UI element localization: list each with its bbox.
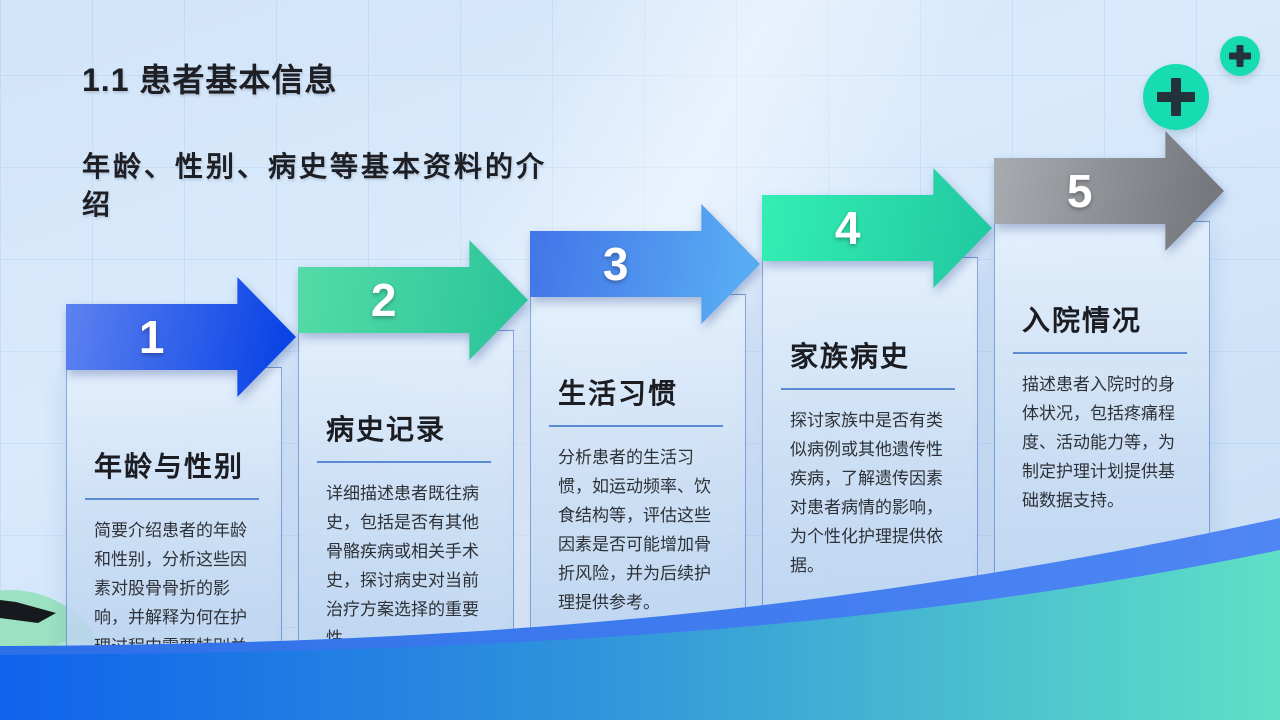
heading-divider (317, 461, 491, 463)
arrow-shape: 5 (994, 131, 1224, 251)
heading-divider (549, 425, 723, 427)
step-card-3: 生活习惯 分析患者的生活习惯，如运动频率、饮食结构等，评估这些因素是否可能增加骨… (530, 294, 746, 700)
heading-divider (781, 388, 955, 390)
step-heading: 家族病史 (790, 341, 911, 372)
step-card-4: 家族病史 探讨家族中是否有类似病例或其他遗传性疾病，了解遗传因素对患者病情的影响… (762, 257, 978, 700)
add-icon-small[interactable] (1220, 36, 1260, 76)
step-arrow-4: 4 (762, 168, 992, 288)
page-subtitle: 年龄、性别、病史等基本资料的介绍 (82, 151, 548, 220)
plus-icon (1171, 78, 1181, 116)
step-number: 5 (1066, 165, 1093, 217)
step-heading: 病史记录 (326, 414, 447, 445)
step-description: 描述患者入院时的身体状况，包括疼痛程度、活动能力等，为制定护理计划提供基础数据支… (1022, 375, 1175, 510)
step-card-1: 年龄与性别 简要介绍患者的年龄和性别，分析这些因素对股骨骨折的影响，并解释为何在… (66, 367, 282, 700)
step-arrow-2: 2 (298, 240, 528, 360)
step-card-5: 入院情况 描述患者入院时的身体状况，包括疼痛程度、活动能力等，为制定护理计划提供… (994, 221, 1210, 700)
step-description: 探讨家族中是否有类似病例或其他遗传性疾病，了解遗传因素对患者病情的影响，为个性化… (790, 411, 943, 575)
step-number: 3 (602, 238, 629, 290)
step-heading: 生活习惯 (558, 378, 679, 409)
arrow-shape: 4 (762, 168, 992, 288)
arrow-shape: 3 (530, 204, 760, 324)
step-number: 1 (138, 311, 165, 363)
step-number: 4 (834, 202, 861, 254)
step-card-2: 病史记录 详细描述患者既往病史，包括是否有其他骨骼疾病或相关手术史，探讨病史对当… (298, 330, 514, 700)
step-arrow-1: 1 (66, 277, 296, 397)
arrow-shape: 1 (66, 277, 296, 397)
arrow-shape: 2 (298, 240, 528, 360)
page-title: 1.1 患者基本信息 (82, 62, 338, 98)
heading-divider (85, 498, 259, 500)
step-description: 简要介绍患者的年龄和性别，分析这些因素对股骨骨折的影响，并解释为何在护理过程中需… (94, 521, 247, 685)
step-arrow-5: 5 (994, 131, 1224, 251)
step-heading: 入院情况 (1022, 305, 1143, 336)
add-icon-large[interactable] (1143, 64, 1209, 130)
plus-icon (1236, 45, 1244, 67)
step-arrow-3: 3 (530, 204, 760, 324)
step-description: 分析患者的生活习惯，如运动频率、饮食结构等，评估这些因素是否可能增加骨折风险，并… (558, 448, 711, 612)
step-number: 2 (370, 274, 397, 326)
heading-divider (1013, 352, 1187, 354)
step-description: 详细描述患者既往病史，包括是否有其他骨骼疾病或相关手术史，探讨病史对当前治疗方案… (326, 484, 479, 648)
step-heading: 年龄与性别 (94, 451, 245, 482)
